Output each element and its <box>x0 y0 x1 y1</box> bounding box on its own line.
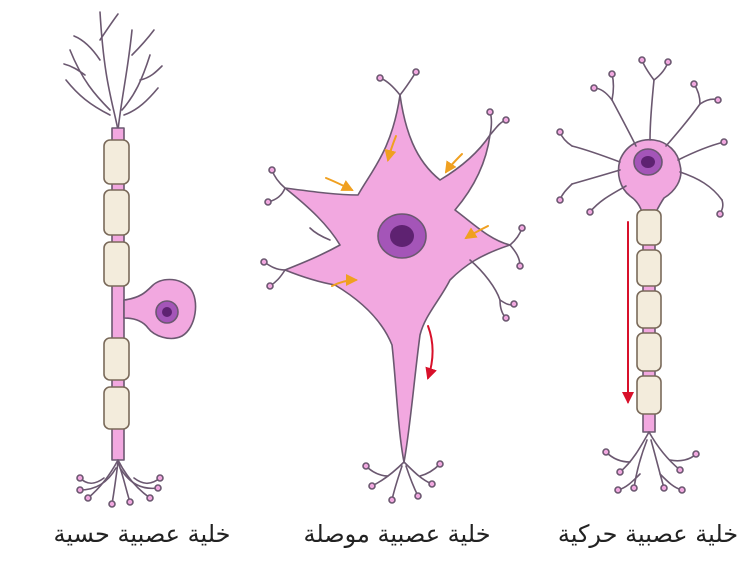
interneuron-label: خلية عصبية موصلة <box>297 520 497 548</box>
motor-terminal-knobs <box>603 449 699 493</box>
motor-neuron-label: خلية عصبية حركية <box>548 520 748 548</box>
interneuron-terminal-knobs <box>363 461 443 503</box>
sensory-neuron-label: خلية عصبية حسية <box>42 520 242 548</box>
interneuron <box>261 69 525 503</box>
sensory-terminal-knobs <box>77 475 163 507</box>
motor-myelin-sheath <box>637 210 661 414</box>
interneuron-axon-terminals <box>366 462 440 500</box>
interneuron-output-arrow <box>428 326 433 378</box>
interneuron-cell-body <box>285 95 510 462</box>
sensory-top-dendrites <box>64 12 162 130</box>
motor-neuron <box>557 57 727 493</box>
sensory-neuron <box>64 12 196 507</box>
motor-axon-terminals <box>606 432 696 490</box>
